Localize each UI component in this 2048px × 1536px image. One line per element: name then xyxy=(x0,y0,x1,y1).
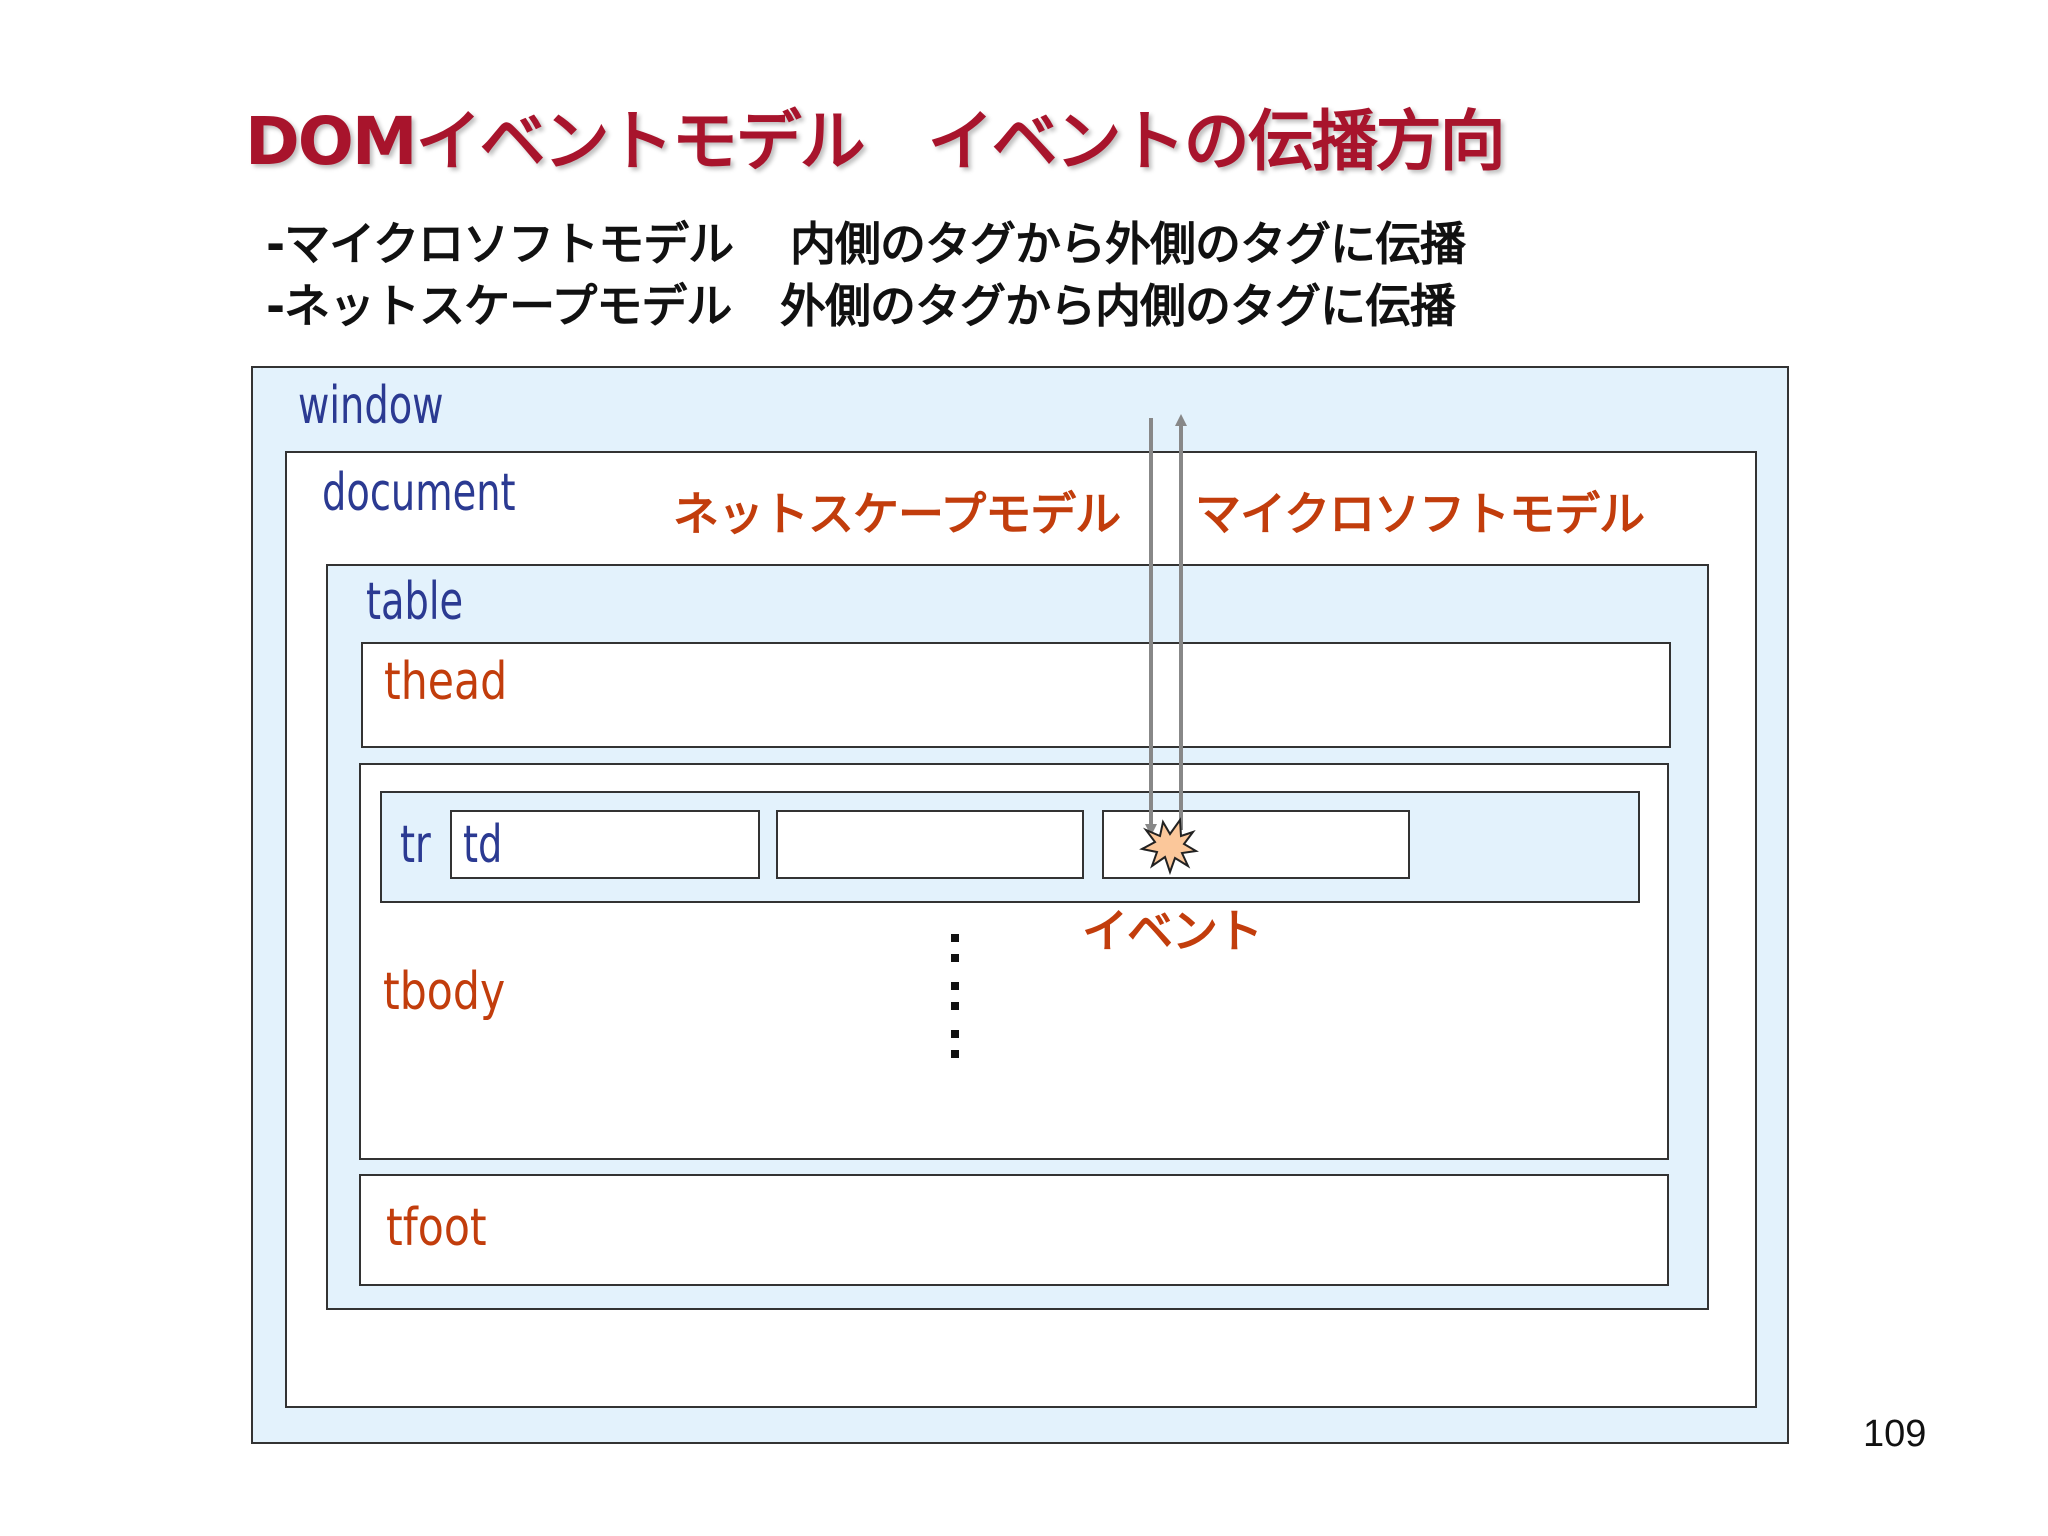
tfoot-label: tfoot xyxy=(386,1198,487,1258)
event-burst-icon xyxy=(1139,817,1199,876)
microsoft-model-description: 内側のタグから外側のタグに伝播 xyxy=(790,217,1466,271)
td-cell xyxy=(776,810,1084,879)
microsoft-model-name: -マイクロソフトモデル xyxy=(266,217,734,271)
table-label: table xyxy=(366,572,464,632)
window-label: window xyxy=(298,376,444,436)
td-cell xyxy=(450,810,760,879)
tbody-label: tbody xyxy=(383,962,506,1022)
tfoot-box xyxy=(359,1174,1669,1286)
netscape-model-name: -ネットスケープモデル xyxy=(266,279,732,333)
thead-label: thead xyxy=(384,652,508,712)
thead-box xyxy=(361,642,1671,748)
netscape-model-label: ネットスケープモデル xyxy=(673,487,1121,541)
microsoft-model-label: マイクロソフトモデル xyxy=(1195,487,1645,541)
page-number: 109 xyxy=(1863,1413,1927,1455)
td-label: td xyxy=(463,815,503,875)
row-ellipsis xyxy=(945,930,965,1060)
event-label: イベント xyxy=(1082,904,1263,958)
page-title: DOMイベントモデル イベントの伝播方向 xyxy=(245,103,1506,180)
netscape-model-description: 外側のタグから内側のタグに伝播 xyxy=(780,279,1456,333)
tr-label: tr xyxy=(400,815,431,875)
document-label: document xyxy=(322,463,516,523)
